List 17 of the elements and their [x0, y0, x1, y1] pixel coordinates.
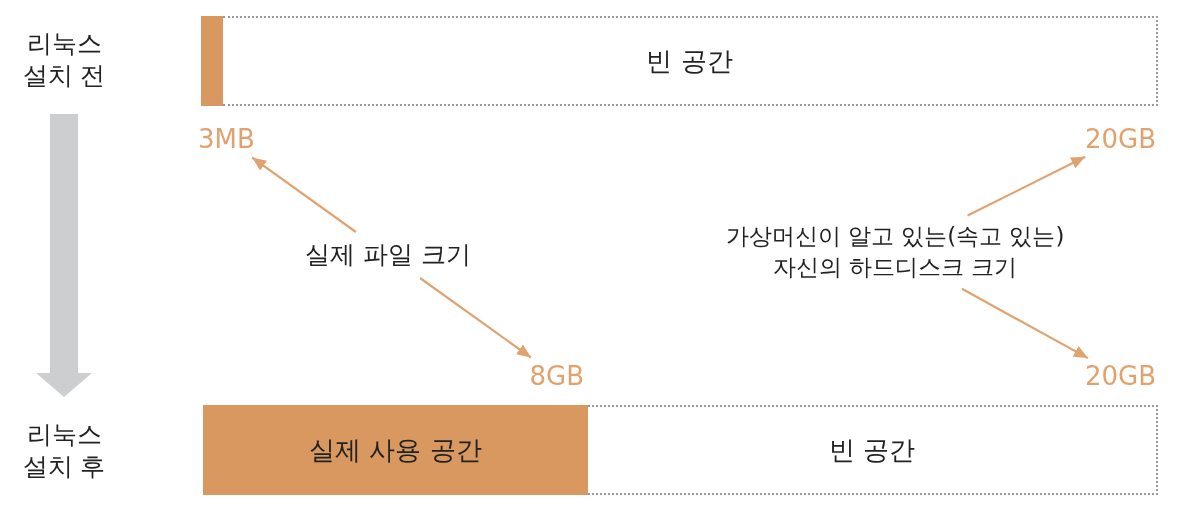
size-label: 20GB — [1084, 361, 1156, 391]
size-label: 8GB — [529, 361, 584, 391]
size-label: 20GB — [1084, 124, 1156, 154]
arrow — [36, 114, 92, 397]
free-space-bar: 빈 공간 — [223, 16, 1158, 106]
stage-label: 리눅스 설치 전 — [14, 28, 114, 92]
arrow — [967, 155, 1086, 217]
arrow — [419, 277, 532, 359]
annotation-text: 실제 파일 크기 — [305, 239, 471, 271]
annotation-text: 가상머신이 알고 있는(속고 있는) 자신의 하드디스크 크기 — [690, 221, 1100, 283]
arrow — [251, 156, 357, 233]
used-space-bar — [201, 16, 223, 106]
free-space-bar: 빈 공간 — [588, 405, 1158, 495]
size-label: 3MB — [198, 124, 255, 154]
stage-label: 리눅스 설치 후 — [14, 419, 114, 483]
arrow — [961, 287, 1089, 360]
used-space-bar: 실제 사용 공간 — [203, 405, 588, 495]
